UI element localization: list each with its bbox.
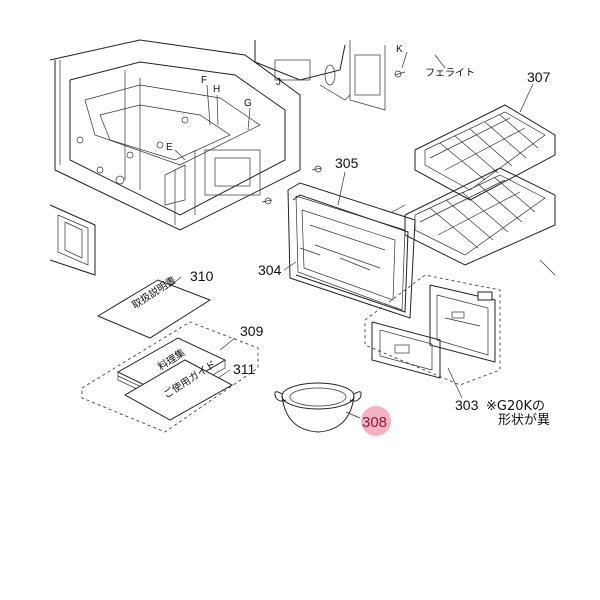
label-h: H — [213, 84, 220, 95]
highlight-marker-308 — [361, 406, 391, 436]
door-panel-305-304 — [283, 171, 416, 319]
control-panel-303 — [364, 274, 501, 399]
bowl-308 — [274, 382, 362, 433]
label-303: 303 — [455, 397, 479, 413]
rack-307 — [404, 83, 556, 276]
booklet-set-309 — [81, 321, 259, 433]
manual-310 — [96, 276, 212, 339]
label-308: 308 — [362, 414, 387, 431]
label-g: G — [244, 98, 252, 109]
oven-body — [49, 39, 446, 276]
label-311: 311 — [233, 361, 256, 377]
label-k: K — [396, 44, 403, 55]
label-e: E — [166, 142, 173, 153]
label-ferrite: フェライト — [425, 67, 475, 79]
label-305: 305 — [335, 155, 359, 171]
label-f: F — [201, 75, 207, 86]
note-line-2: 形状が異 — [498, 413, 550, 428]
label-310: 310 — [190, 268, 214, 284]
note-line-1: ※G20Kの — [486, 399, 545, 414]
label-307: 307 — [527, 69, 551, 85]
label-304: 304 — [258, 262, 282, 278]
label-309: 309 — [240, 323, 264, 339]
label-j: J — [276, 77, 281, 88]
